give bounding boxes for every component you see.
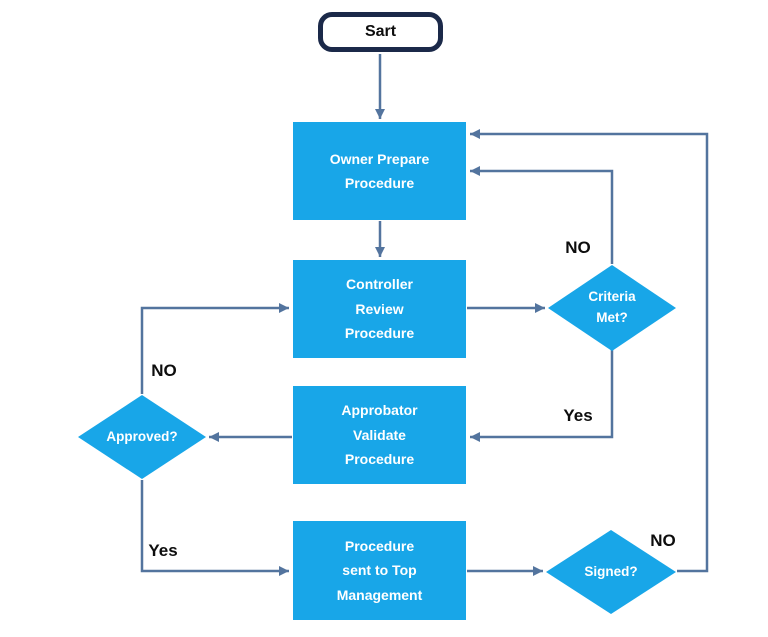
node-approbator-validate-procedure: Approbator Validate Procedure — [293, 386, 466, 484]
node-signed-label: Signed? — [584, 563, 638, 579]
edge-label-criteria-no: NO — [565, 238, 591, 257]
node-controller-review-procedure-label: Controller Review Procedure — [344, 276, 415, 342]
edge-signed-no-to-owner — [470, 129, 709, 573]
node-start: Sart — [318, 12, 443, 52]
node-controller-review-procedure: Controller Review Procedure — [293, 260, 466, 358]
edge-criteria-yes-to-approbator — [470, 350, 614, 442]
edge-label-approved-no: NO — [151, 361, 177, 380]
node-criteria-met-label: Criteria Met? — [588, 289, 636, 325]
edge-label-signed-no: NO — [650, 531, 676, 550]
node-owner-prepare-procedure-label: Owner Prepare Procedure — [329, 150, 430, 192]
node-approved-label: Approved? — [106, 428, 178, 444]
edge-approved-yes-to-top-management — [140, 480, 289, 576]
edge-label-approved-yes: Yes — [148, 541, 178, 560]
edge-label-criteria-yes: Yes — [563, 406, 593, 425]
node-procedure-sent-to-top-management: Procedure sent to Top Management — [293, 521, 466, 620]
node-start-label: Sart — [364, 23, 397, 40]
edge-approved-no-to-controller — [140, 303, 289, 394]
edge-criteria-no-to-owner — [470, 166, 614, 264]
node-approbator-validate-procedure-label: Approbator Validate Procedure — [341, 402, 418, 468]
node-owner-prepare-procedure: Owner Prepare Procedure — [293, 122, 466, 220]
node-procedure-sent-to-top-management-label: Procedure sent to Top Management — [336, 537, 423, 603]
